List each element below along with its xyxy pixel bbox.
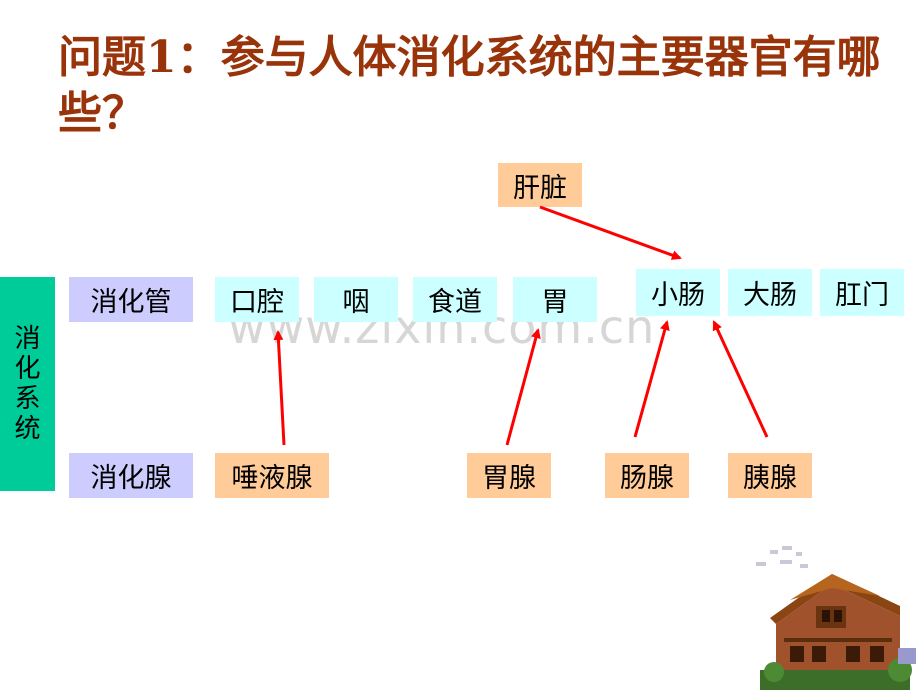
page-title: 问题1：参与人体消化系统的主要器官有哪些？ (58, 32, 881, 139)
arrow-liver-to-small-intestine (539, 205, 682, 260)
arrow-pancreas-to-small-intestine (712, 320, 769, 438)
gland-liver: 肝脏 (498, 163, 582, 207)
organ-small-intestine: 小肠 (636, 269, 720, 316)
sidebar-digestive-system: 消 化 系 统 (0, 277, 55, 491)
organ-stomach: 胃 (513, 277, 597, 322)
organ-pharynx: 咽 (314, 277, 398, 322)
gland-gastric: 胃腺 (467, 453, 551, 498)
organ-anus: 肛门 (820, 269, 904, 316)
arrow-salivary-to-mouth (273, 330, 286, 446)
sidebar-char: 消 (14, 324, 41, 354)
sidebar-char: 系 (14, 384, 41, 414)
sidebar-char: 统 (14, 414, 41, 444)
row-label-tract: 消化管 (69, 277, 193, 322)
arrow-intestinal-to-small-intestine (633, 320, 670, 438)
house-clipart-icon (756, 546, 916, 690)
arrow-gastric-to-stomach (505, 328, 541, 446)
organ-mouth: 口腔 (215, 277, 299, 322)
row-label-glands: 消化腺 (69, 453, 193, 498)
sidebar-char: 化 (14, 354, 41, 384)
gland-intestinal: 肠腺 (605, 453, 689, 498)
gland-pancreas: 胰腺 (728, 453, 812, 498)
organ-large-intestine: 大肠 (728, 269, 812, 316)
gland-salivary: 唾液腺 (215, 453, 329, 498)
organ-esophagus: 食道 (413, 277, 497, 322)
